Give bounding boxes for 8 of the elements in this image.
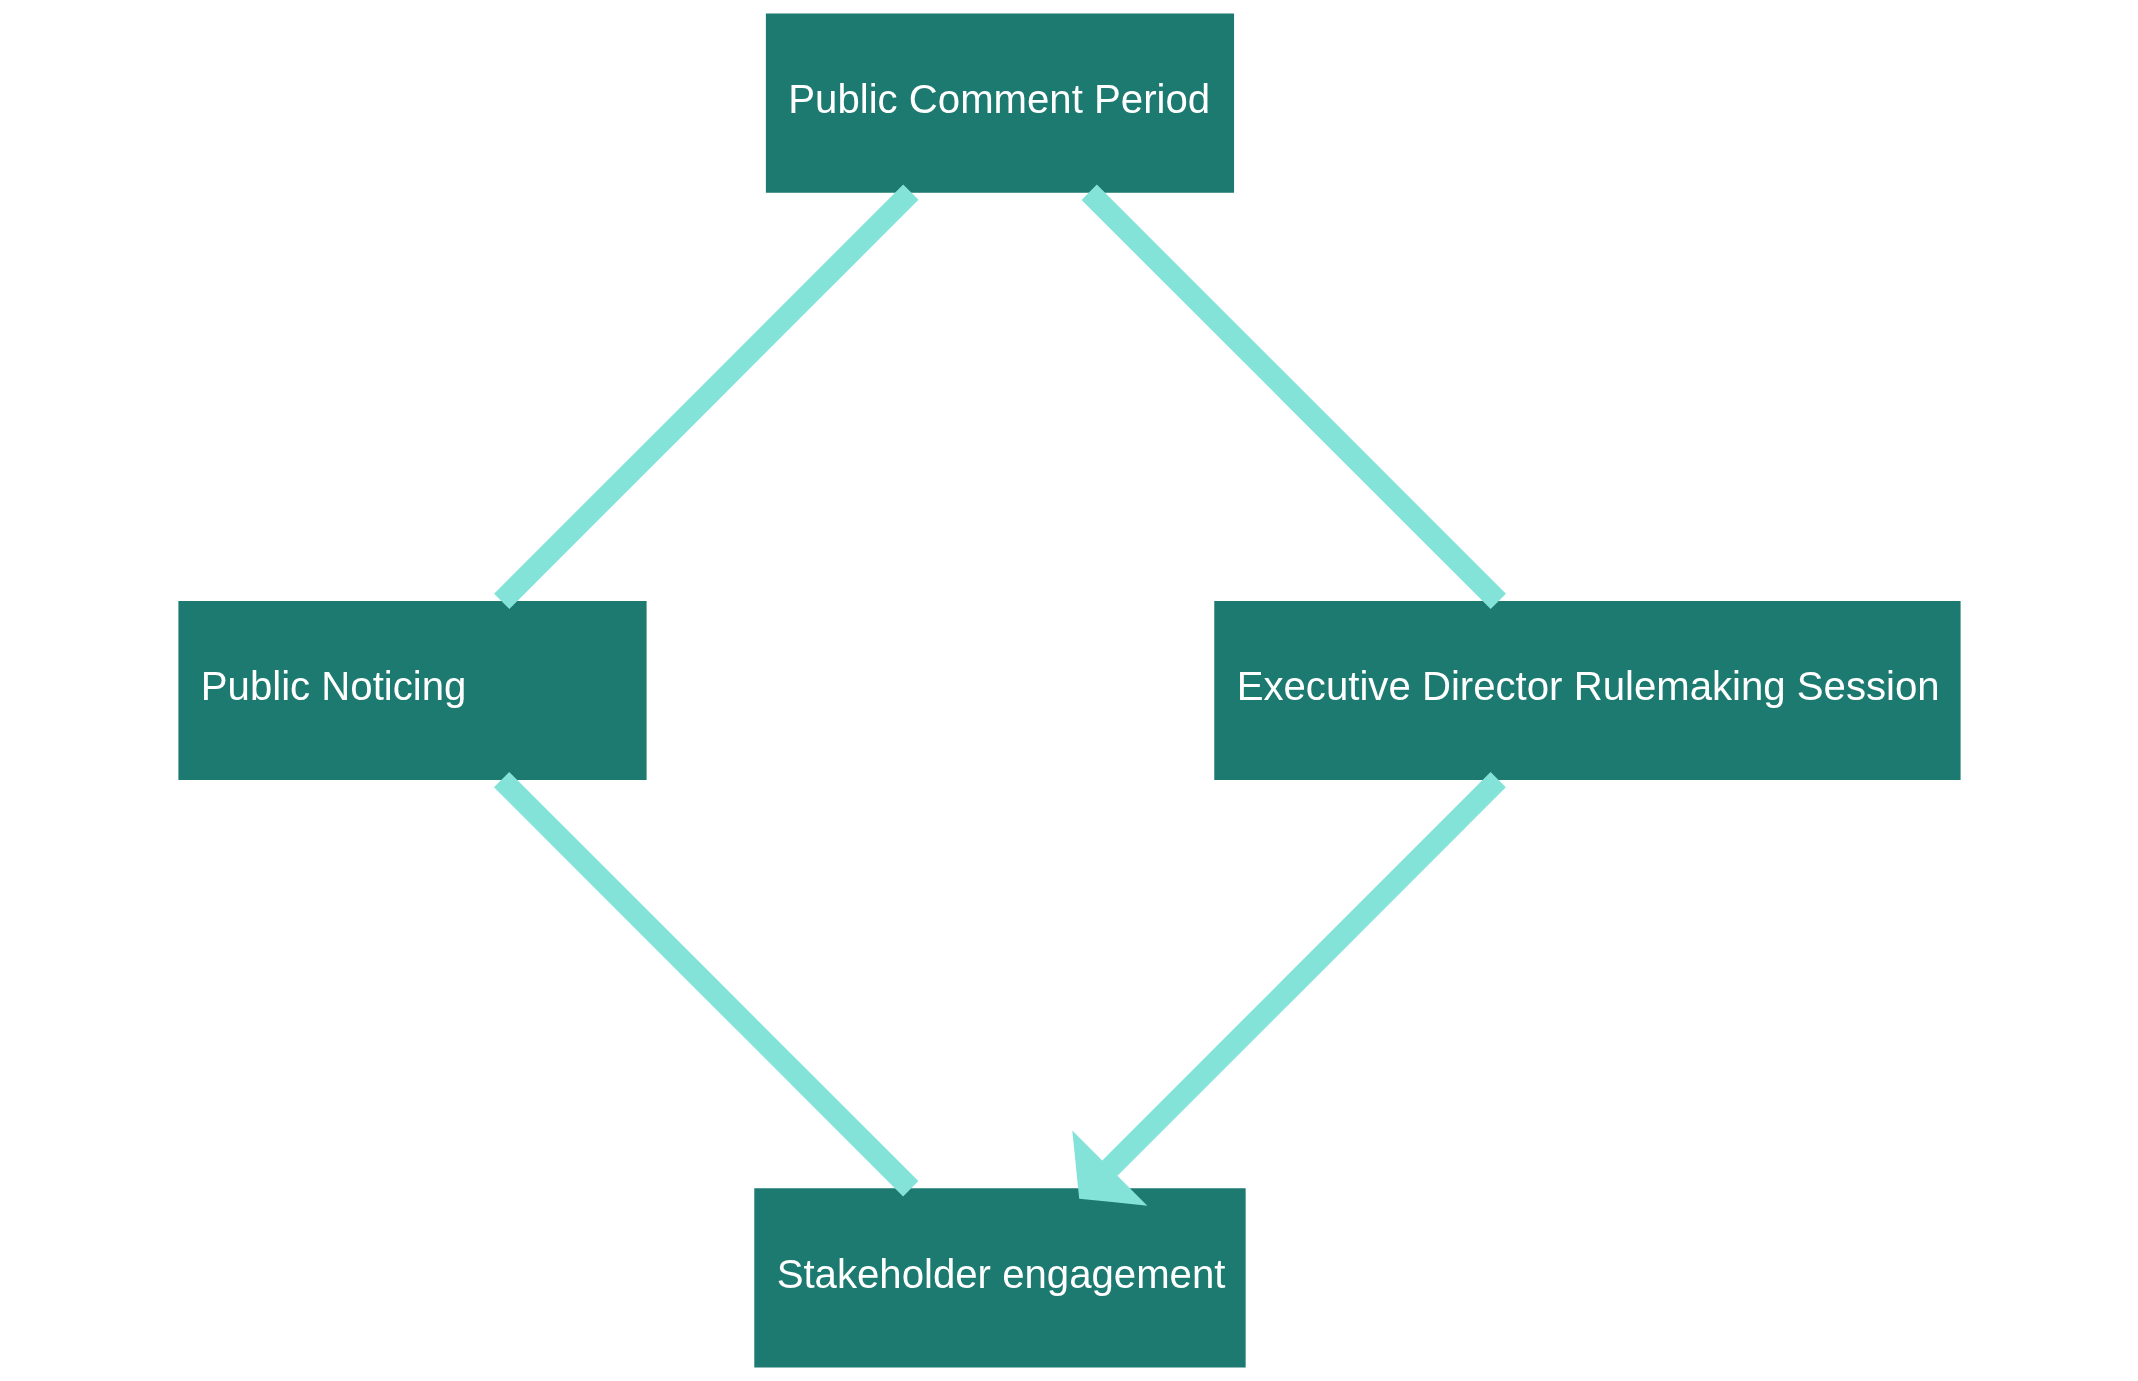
node-box: Executive Director Rulemaking Session (1213, 600, 1961, 781)
node-box: Public Comment Period (765, 13, 1234, 193)
connector (493, 184, 918, 609)
connector (1081, 184, 1506, 610)
node-box: Public Noticing (177, 600, 647, 781)
connector (493, 771, 918, 1197)
arrow (1071, 772, 1506, 1206)
node-box: Stakeholder engagement (753, 1188, 1246, 1368)
